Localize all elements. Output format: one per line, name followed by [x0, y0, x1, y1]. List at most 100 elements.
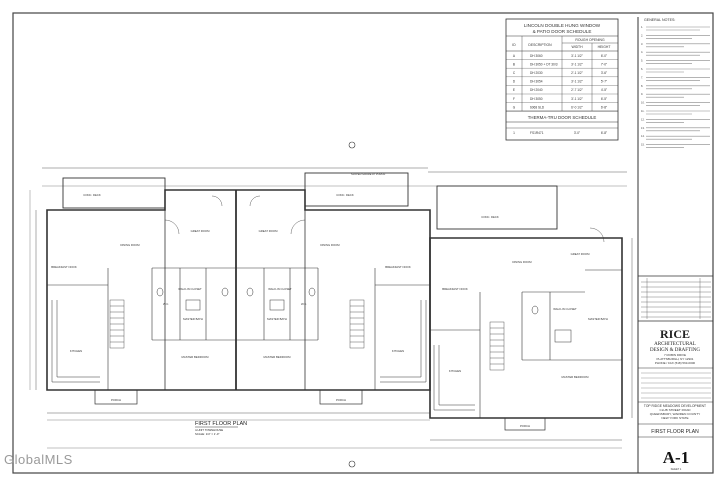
sheet-count: SHEET 1 — [671, 467, 682, 471]
project-state: NEW YORK STATE — [661, 416, 688, 420]
watermark: GlobalMLS — [4, 452, 73, 467]
firm-line-2: ARCHITECTURAL — [654, 342, 696, 347]
room-label-porch-3: PORCH — [520, 424, 530, 428]
note-number: 7. — [641, 75, 643, 79]
floor-plan: SLOPED GRADE AT PORCH — [29, 141, 633, 468]
window-door-schedule: LINCOLN DOUBLE HUNG WINDOW & PATIO DOOR … — [505, 18, 619, 141]
room-label-bath-2: MASTER BATH — [267, 317, 287, 321]
room-label-dining-2: DINING ROOM — [320, 243, 340, 247]
room-label-porch-2: PORCH — [336, 398, 346, 402]
door-row-id: 1 — [513, 131, 515, 135]
schedule-row-height: 6'-0" — [601, 54, 607, 58]
room-label-closet-1: WALK-IN CLOSET — [178, 287, 202, 291]
project-name: TOP RIDGE MEADOWS DEVELOPMENT — [644, 404, 706, 408]
schedule-row-height: 3'-6" — [601, 71, 607, 75]
room-label-bath-1: MASTER BATH — [183, 317, 203, 321]
schedule-row-width: 3'-1 1/2" — [571, 62, 583, 66]
note-number: 1. — [641, 25, 643, 29]
schedule-row-height: 6'-5" — [601, 97, 607, 101]
schedule-row-desc: DH 3060 — [530, 54, 543, 58]
room-label-kitchen-2: KITCHEN — [392, 349, 404, 353]
room-label-great-room-3: GREAT ROOM — [571, 252, 591, 256]
room-label-deck-1: CONC. DECK — [83, 193, 101, 197]
schedule-row-id: D — [513, 80, 516, 84]
grade-note: SLOPED GRADE AT PORCH — [351, 172, 385, 176]
schedule-row-id: A — [513, 54, 516, 58]
project-road: CLUB STREET ROAD — [659, 408, 691, 412]
firm-line-3: DESIGN & DRAFTING — [650, 348, 700, 353]
room-label-kitchen-1: KITCHEN — [70, 349, 82, 353]
col-id-header: ID — [512, 43, 516, 47]
schedule-row-width: 2'-1 1/2" — [571, 71, 583, 75]
room-label-dining-3: DINING ROOM — [512, 260, 532, 264]
schedule-row-desc: DH 3054 — [530, 80, 543, 84]
note-number: 9. — [641, 92, 643, 96]
schedule-row-desc: 6068 SLD — [530, 105, 545, 109]
sheet-title: FIRST FLOOR PLAN — [651, 429, 699, 435]
room-label-wc-1: W.C. — [163, 302, 169, 306]
room-label-bedroom-3: MASTER BEDROOM — [562, 375, 590, 379]
plan-title-left: FIRST FLOOR PLAN — [195, 421, 247, 427]
schedule-row-width: 3'-1 1/2" — [571, 54, 583, 58]
note-number: 3. — [641, 42, 643, 46]
firm-name: RICE — [660, 327, 690, 341]
project-county: QUEENSBURY, WARREN COUNTY — [650, 412, 700, 416]
door-row-height: 6'-8" — [601, 131, 607, 135]
room-label-deck-2: CONC. DECK — [336, 193, 354, 197]
note-number: 12. — [641, 117, 645, 121]
door-row-desc: FS1R471 — [530, 131, 544, 135]
schedule-title-2: & PATIO DOOR SCHEDULE — [533, 29, 592, 34]
rough-opening-header: ROUGH OPENING — [575, 38, 605, 42]
schedule-row-desc: DH 2040 — [530, 88, 543, 92]
general-notes-title: GENERAL NOTES: — [644, 18, 675, 22]
room-label-deck-3: CONC. DECK — [481, 215, 499, 219]
room-label-closet-2: WALK-IN CLOSET — [268, 287, 292, 291]
col-height-header: HEIGHT — [598, 45, 611, 49]
room-label-bedroom-2: MASTER BEDROOM — [264, 355, 292, 359]
schedule-row-height: 6'-8" — [601, 105, 607, 109]
note-number: 5. — [641, 59, 643, 63]
note-number: 14. — [641, 134, 645, 138]
schedule-row-id: B — [513, 62, 515, 66]
firm-address-2: PLATTSBURGH, NY 12901 — [657, 357, 694, 361]
schedule-row-id: C — [513, 71, 516, 75]
schedule-row-height: 7'-0" — [601, 62, 607, 66]
room-label-wc-2: W.C. — [301, 302, 307, 306]
note-number: 11. — [641, 109, 645, 113]
room-label-porch-1: PORCH — [111, 398, 121, 402]
room-label-dining-1: DINING ROOM — [120, 243, 140, 247]
schedule-row-desc: DH 2030 — [530, 71, 543, 75]
schedule-row-id: F — [513, 97, 515, 101]
note-number: 15. — [641, 143, 645, 147]
note-number: 2. — [641, 33, 643, 37]
schedule-row-width: 3'-1 1/2" — [571, 97, 583, 101]
room-label-great-room-2: GREAT ROOM — [259, 229, 279, 233]
note-number: 10. — [641, 101, 645, 105]
general-notes: GENERAL NOTES: 1. 2. 3. 4. 5. 6. 7. 8. 9. 10. 11. 1… — [641, 18, 710, 148]
firm-phone: PHONE / FAX (518) 563-0000 — [655, 361, 696, 365]
col-desc-header: DESCRIPTION — [528, 43, 552, 47]
room-label-nook-3: BREAKFAST NOOK — [442, 287, 468, 291]
note-number: 8. — [641, 84, 643, 88]
note-number: 6. — [641, 67, 643, 71]
room-label-nook-1: BREAKFAST NOOK — [51, 265, 77, 269]
schedule-row-width: 2'-7 1/2" — [571, 88, 583, 92]
plan-subtitle-left: 4-UNIT TOWNHOUSE — [195, 428, 223, 432]
note-number: 4. — [641, 50, 643, 54]
col-width-header: WIDTH — [571, 45, 583, 49]
room-label-nook-2: BREAKFAST NOOK — [385, 265, 411, 269]
schedule-row-height: 5'-7" — [601, 80, 607, 84]
schedule-row-id: G — [513, 105, 516, 109]
room-label-bath-3: MASTER BATH — [588, 317, 608, 321]
plan-scale-left: SCALE: 1/4" = 1'-0" — [195, 432, 219, 436]
title-block: RICE ARCHITECTURAL DESIGN & DRAFTING 7 R… — [637, 17, 713, 473]
sheet-border — [12, 12, 714, 474]
room-label-great-room-1: GREAT ROOM — [191, 229, 211, 233]
schedule-row-width: 6'-0 1/2" — [571, 105, 583, 109]
room-label-closet-3: WALK-IN CLOSET — [553, 307, 577, 311]
schedule-title-1: LINCOLN DOUBLE HUNG WINDOW — [524, 23, 601, 28]
schedule-row-desc: DH 3050 + DT 30/3 — [530, 62, 558, 66]
schedule-row-height: 4'-5" — [601, 88, 607, 92]
